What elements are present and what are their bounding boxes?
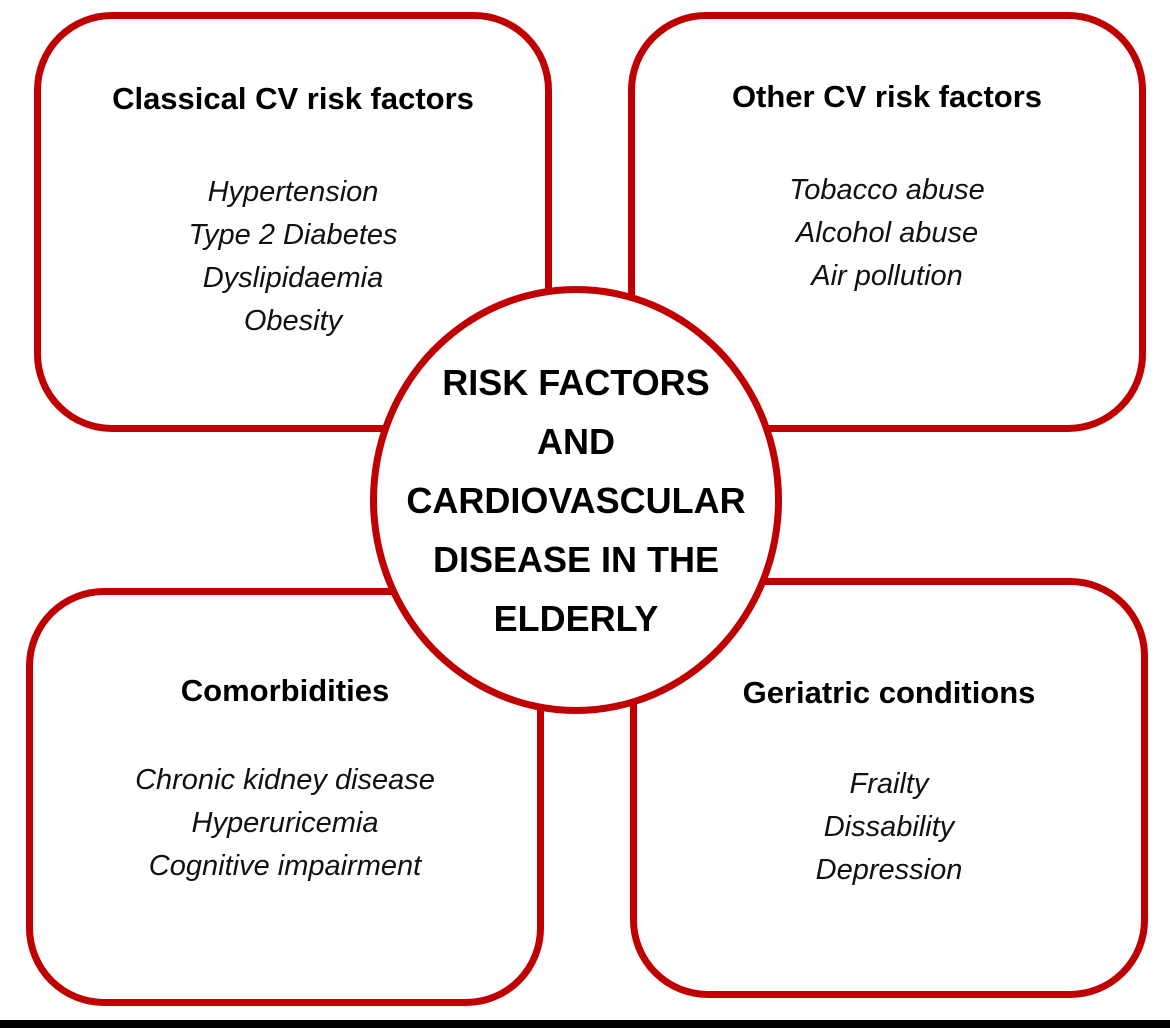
- risk-factor-list: Chronic kidney disease Hyperuricemia Cog…: [33, 759, 537, 888]
- central-title-line: AND: [536, 420, 615, 462]
- list-item: Air pollution: [811, 260, 963, 292]
- list-item: Alcohol abuse: [795, 217, 979, 249]
- list-item: Hyperuricemia: [191, 807, 379, 839]
- classical-risk-factors-box: Classical CV risk factors Hypertension T…: [34, 12, 552, 432]
- list-item: Type 2 Diabetes: [188, 219, 398, 251]
- list-item: Tobacco abuse: [789, 174, 985, 206]
- list-item: Cognitive impairment: [148, 850, 422, 882]
- box-title: Comorbidities: [180, 673, 390, 708]
- bottom-edge-bar: [0, 1020, 1170, 1028]
- list-item: Dyslipidaemia: [202, 262, 384, 294]
- list-item: Obesity: [243, 305, 343, 337]
- risk-factor-list: Frailty Dissability Depression: [637, 763, 1141, 892]
- list-item: Depression: [815, 854, 963, 886]
- central-topic-title: RISK FACTORS AND CARDIOVASCULAR DISEASE …: [406, 353, 745, 648]
- central-title-line: CARDIOVASCULAR: [406, 479, 746, 521]
- list-item: Frailty: [849, 768, 929, 800]
- list-item: Chronic kidney disease: [135, 764, 435, 796]
- list-item: Hypertension: [207, 176, 379, 208]
- list-item: Dissability: [823, 811, 955, 843]
- central-topic-circle: RISK FACTORS AND CARDIOVASCULAR DISEASE …: [370, 286, 782, 714]
- risk-factor-list: Tobacco abuse Alcohol abuse Air pollutio…: [635, 169, 1139, 298]
- risk-factor-list: Hypertension Type 2 Diabetes Dyslipidaem…: [41, 171, 545, 343]
- box-title: Other CV risk factors: [731, 79, 1043, 114]
- box-title: Classical CV risk factors: [112, 81, 474, 116]
- box-title: Geriatric conditions: [742, 675, 1036, 710]
- central-title-line: DISEASE IN THE: [432, 538, 720, 580]
- central-title-line: RISK FACTORS: [442, 361, 710, 403]
- central-title-line: ELDERLY: [493, 597, 659, 639]
